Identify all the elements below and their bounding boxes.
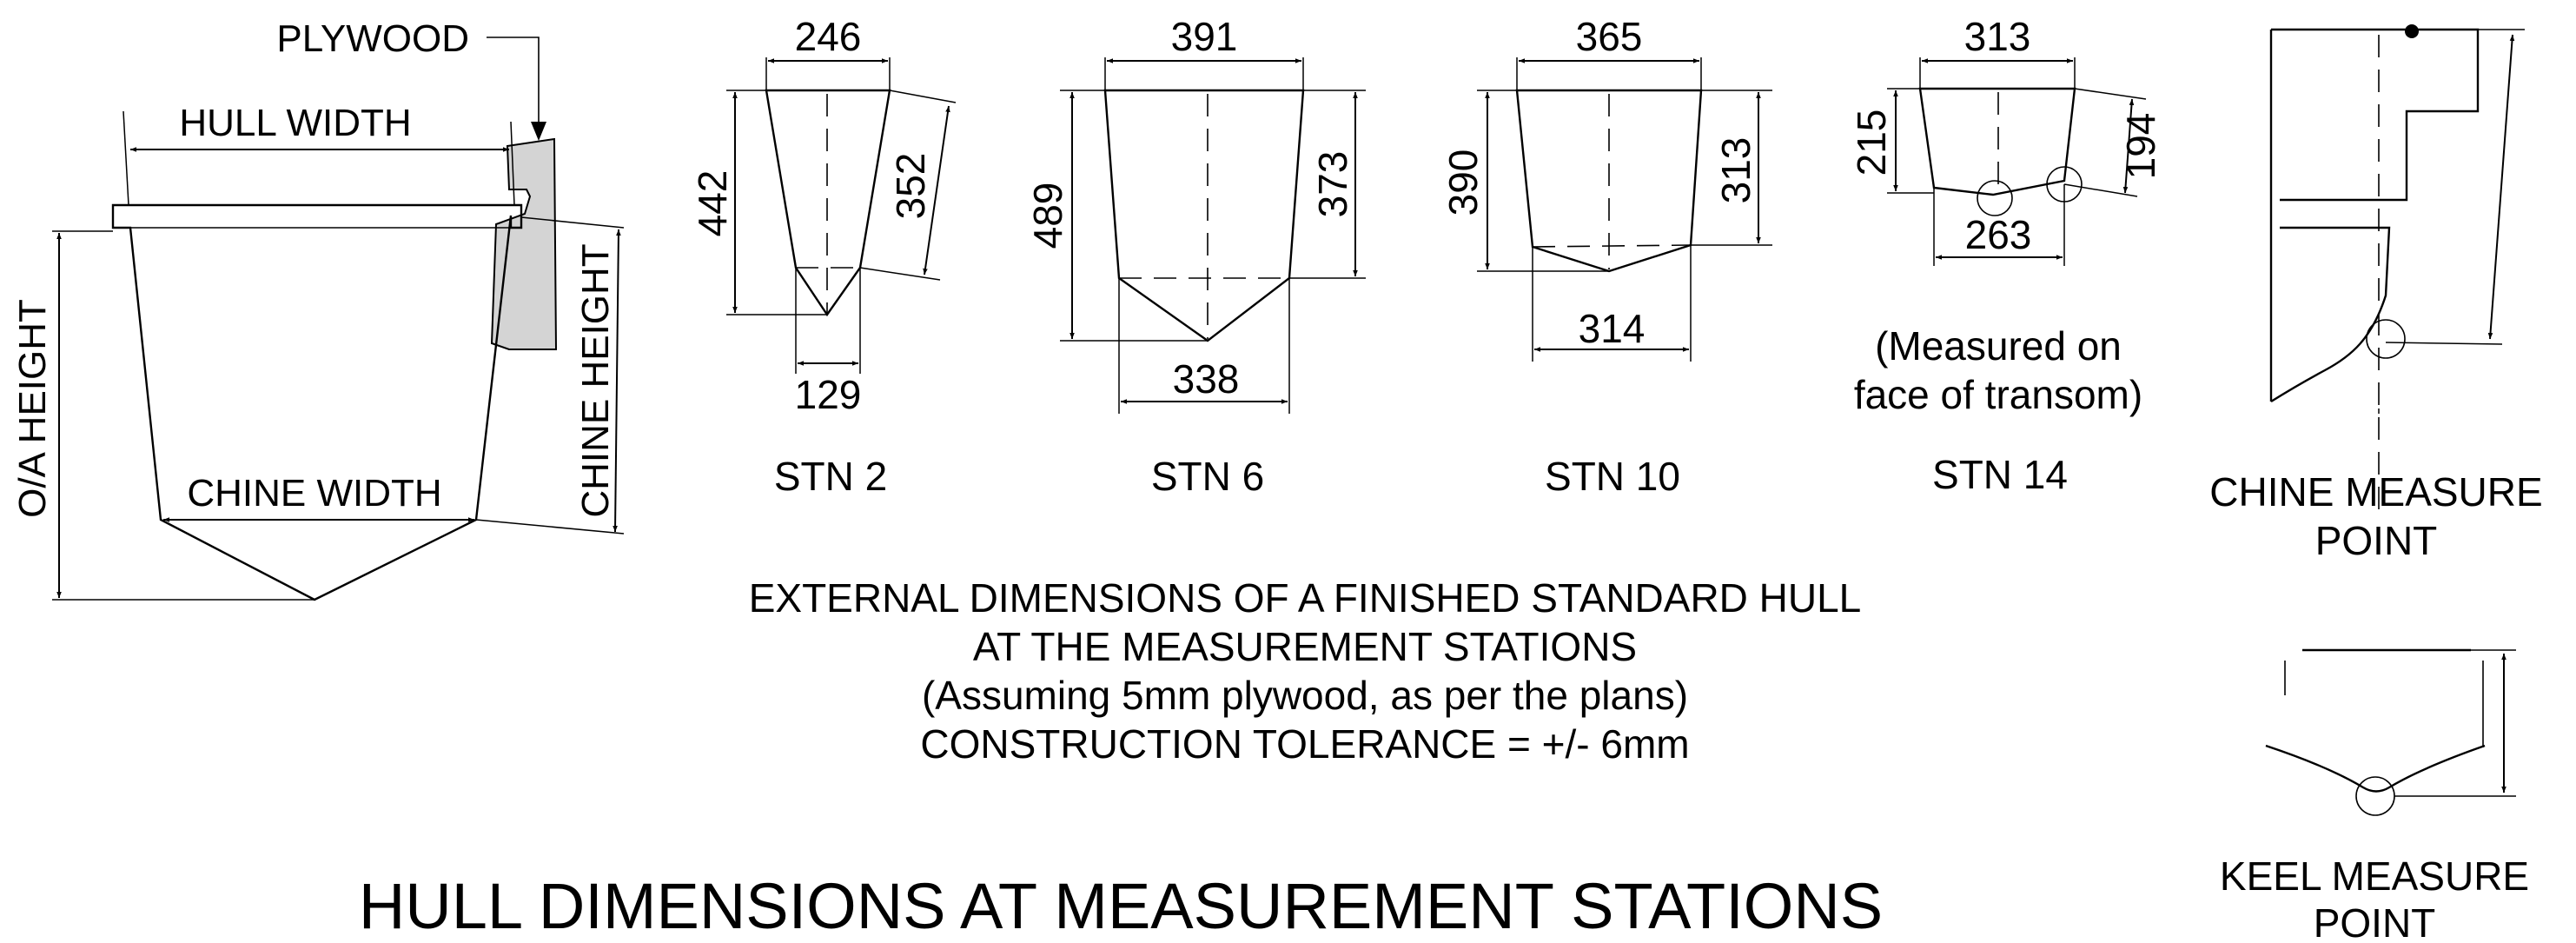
chine-profile-dot <box>2405 24 2419 38</box>
note-line-2: AT THE MEASUREMENT STATIONS <box>973 624 1637 669</box>
stn14-hull-width: 313 <box>1964 14 2031 59</box>
stn6-outline <box>1103 89 1305 342</box>
stn6-hull-width: 391 <box>1171 14 1238 59</box>
stn14-note-line2: face of transom) <box>1854 372 2142 417</box>
keel-measure-point-detail: KEEL MEASURE POINT <box>2220 648 2529 943</box>
chine-height-label: CHINE HEIGHT <box>574 243 617 517</box>
station-2: 246 442 352 129 STN 2 <box>690 14 957 499</box>
stn6-label: STN 6 <box>1151 454 1264 499</box>
stn10-chine-height: 313 <box>1713 137 1758 204</box>
stn10-hull-width: 365 <box>1576 14 1643 59</box>
stn2-outline <box>765 89 891 317</box>
chine-width-label: CHINE WIDTH <box>187 472 441 515</box>
stn10-oa-height: 390 <box>1440 149 1486 216</box>
stn14-outline <box>1918 87 2076 196</box>
generic-hull-section: PLYWOOD HULL WIDTH O/A HEIGHT CHINE HEIG… <box>11 17 625 601</box>
stn14-note-line1: (Measured on <box>1875 323 2122 369</box>
note-line-1: EXTERNAL DIMENSIONS OF A FINISHED STANDA… <box>749 575 1862 621</box>
keel-measure-circle <box>2355 776 2395 816</box>
hull-outline <box>111 203 523 601</box>
stn6-chine-width: 338 <box>1173 356 1240 402</box>
stn2-hull-width: 246 <box>795 14 862 59</box>
station-6: 391 489 373 338 STN 6 <box>1025 14 1366 499</box>
station-14: 313 215 194 263 (Measured on face of tra… <box>1849 14 2163 497</box>
stn10-chine-width: 314 <box>1579 306 1646 351</box>
keel-measure-label-line2: POINT <box>2314 900 2436 943</box>
keel-measure-label-line1: KEEL MEASURE <box>2220 853 2529 899</box>
stn6-oa-height: 489 <box>1025 183 1070 249</box>
station-10: 365 390 313 314 STN 10 <box>1440 14 1772 499</box>
chine-measure-circle <box>2366 319 2406 359</box>
note-line-3: (Assuming 5mm plywood, as per the plans) <box>922 673 1688 718</box>
stn14-chine-height: 194 <box>2118 113 2163 180</box>
chine-measure-point-detail: CHINE MEASURE POINT <box>2209 24 2543 563</box>
stn2-chine-height: 352 <box>888 153 933 220</box>
drawing-title: HULL DIMENSIONS AT MEASUREMENT STATIONS <box>359 870 1883 942</box>
stn6-chine-height: 373 <box>1310 151 1355 218</box>
chine-measure-label-line1: CHINE MEASURE <box>2209 469 2542 515</box>
stn14-label: STN 14 <box>1932 452 2068 497</box>
stn14-keel-point <box>1977 180 2013 216</box>
stn10-label: STN 10 <box>1545 454 1680 499</box>
stn2-label: STN 2 <box>774 454 887 499</box>
hull-width-label: HULL WIDTH <box>179 102 411 144</box>
oa-height-label: O/A HEIGHT <box>11 299 54 518</box>
stn2-chine-width: 129 <box>795 372 862 417</box>
stn14-oa-height: 215 <box>1849 110 1894 176</box>
chine-measure-label-line2: POINT <box>2315 518 2438 563</box>
notes-block: EXTERNAL DIMENSIONS OF A FINISHED STANDA… <box>749 575 1862 767</box>
stn10-outline <box>1515 89 1703 273</box>
note-line-4: CONSTRUCTION TOLERANCE = +/- 6mm <box>920 721 1689 767</box>
stn2-oa-height: 442 <box>690 170 735 237</box>
plywood-label: PLYWOOD <box>276 17 469 60</box>
stn14-chine-width: 263 <box>1965 212 2032 257</box>
plywood-panel <box>490 137 558 350</box>
